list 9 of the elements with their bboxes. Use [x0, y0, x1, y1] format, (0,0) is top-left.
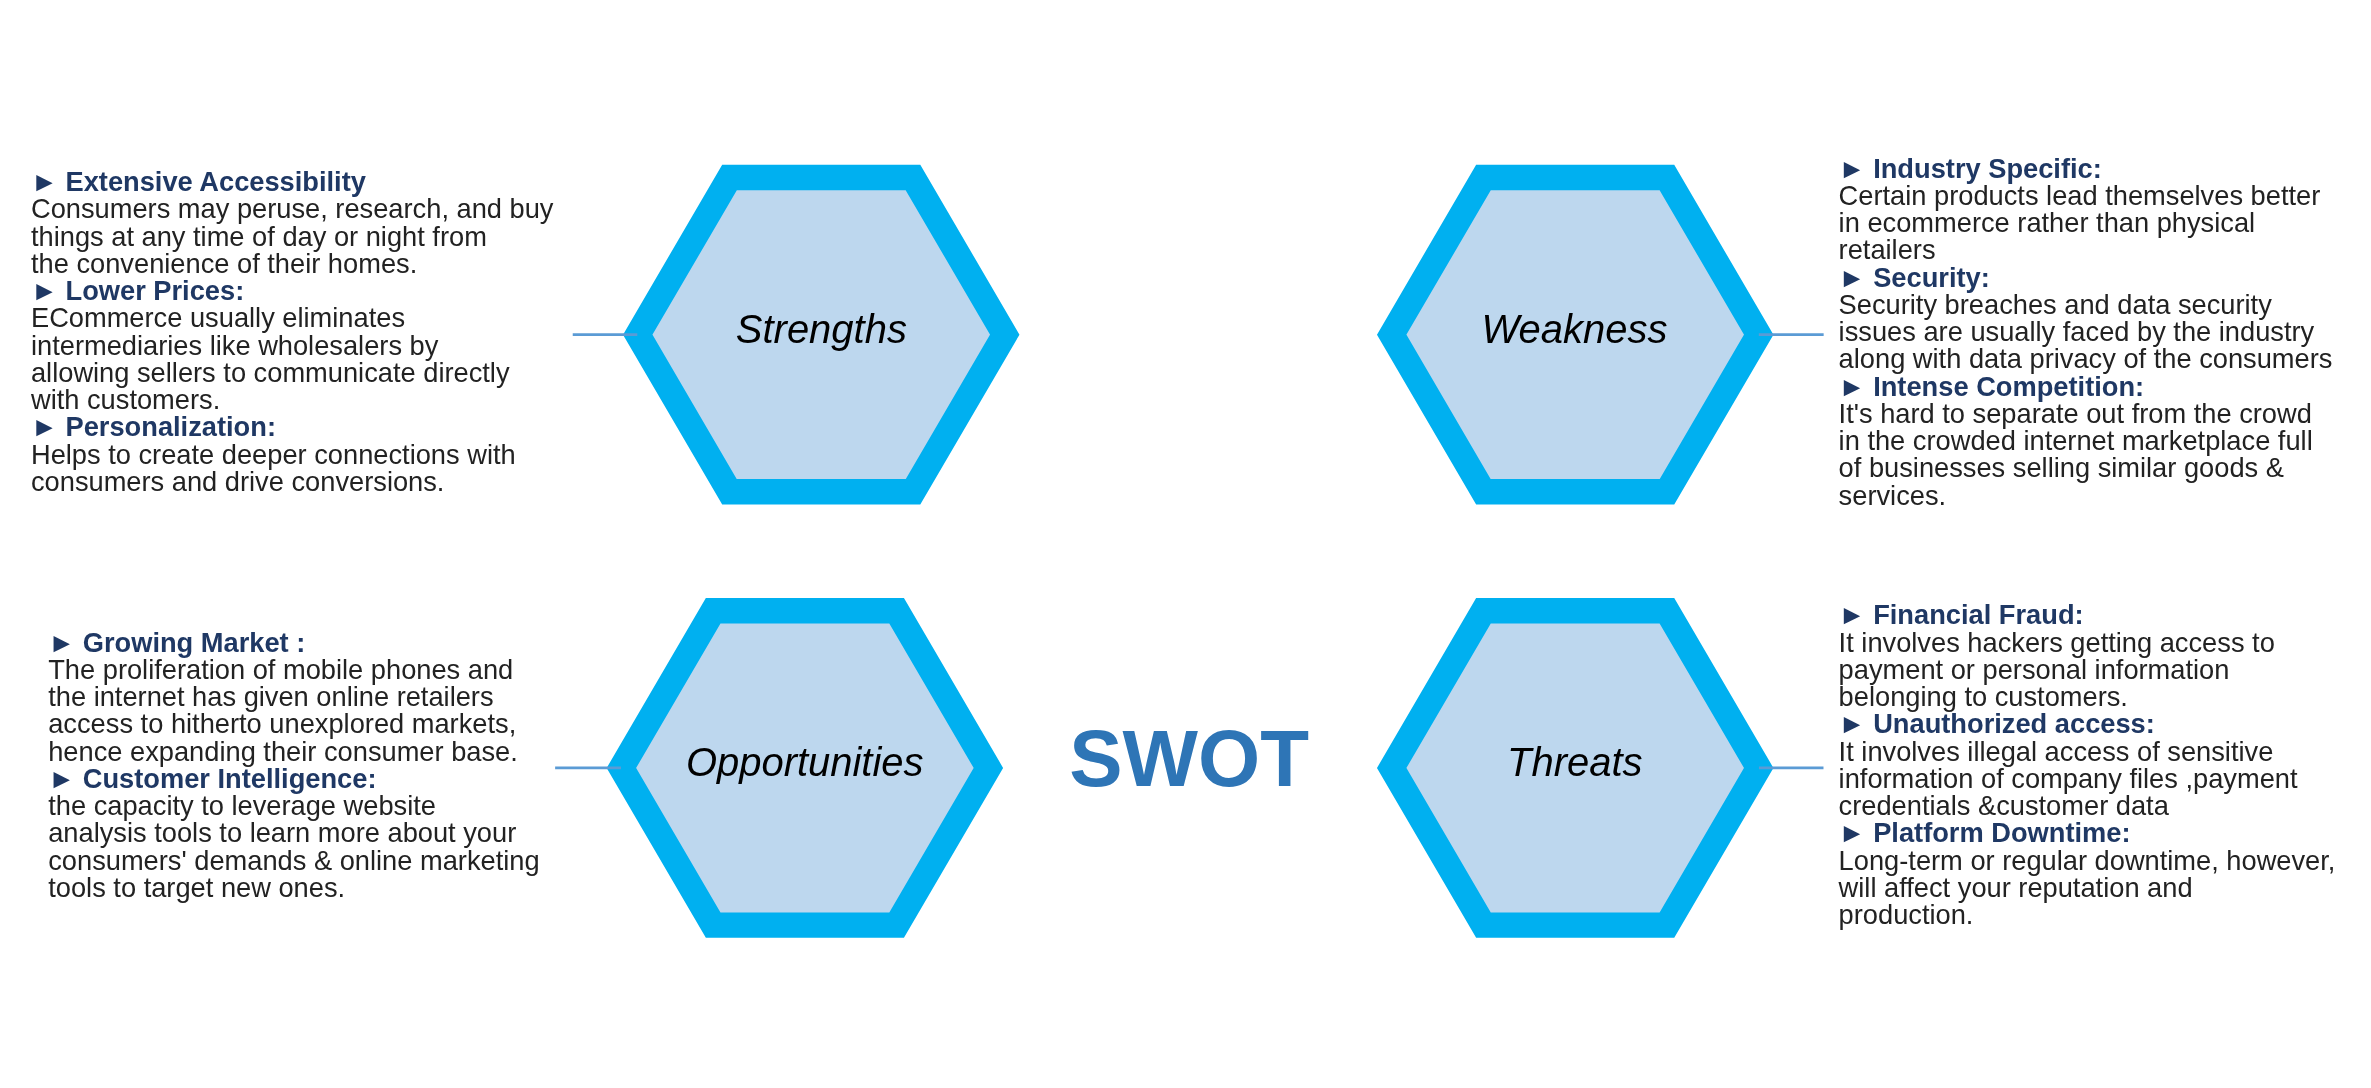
node-text: ► Financial Fraud: It involves hackers getting access to payment or personal information belonging to customers. ► Unauthorized access: It involves illegal access of sensitive information of company files ,payment credentials &customer data ► Platform Downtime: Long-term or regular downtime, however, will affect your reputation and production. [1838, 598, 2336, 930]
connector [1758, 766, 1824, 769]
node-text: ► Growing Market : The proliferation of mobile phones and the internet has given online retailers access to hitherto unexplored markets, hence expanding their consumer base. ► Customer Intelligence: the capacity to leverage website analysis tools to learn more about your consumers' demands & online marketing tools to target new ones. [48, 626, 540, 903]
connector [1758, 332, 1824, 336]
node-text: ► Industry Specific: Certain products lead themselves better in ecommerce rather than physical retailers ► Security: Security breaches and data security issues are usually faced by the industry along with data privacy of the consumers ► Intense Competition: It's hard to separate out from the crowd in the crowded internet marketplace full of businesses selling similar goods & services. [1838, 152, 2333, 511]
connector [555, 766, 621, 769]
node-text: ► Extensive Accessibility Consumers may peruse, research, and buy things at any time of day or night from the convenience of their homes. ► Lower Prices: ECommerce usually eliminates intermediaries like wholesalers by allowing sellers to communicate directly with customers. ► Personalization: Helps to create deeper connections with consumers and drive conversions. [30, 165, 554, 497]
connector [572, 332, 638, 336]
label: SWOT [1069, 713, 1309, 803]
